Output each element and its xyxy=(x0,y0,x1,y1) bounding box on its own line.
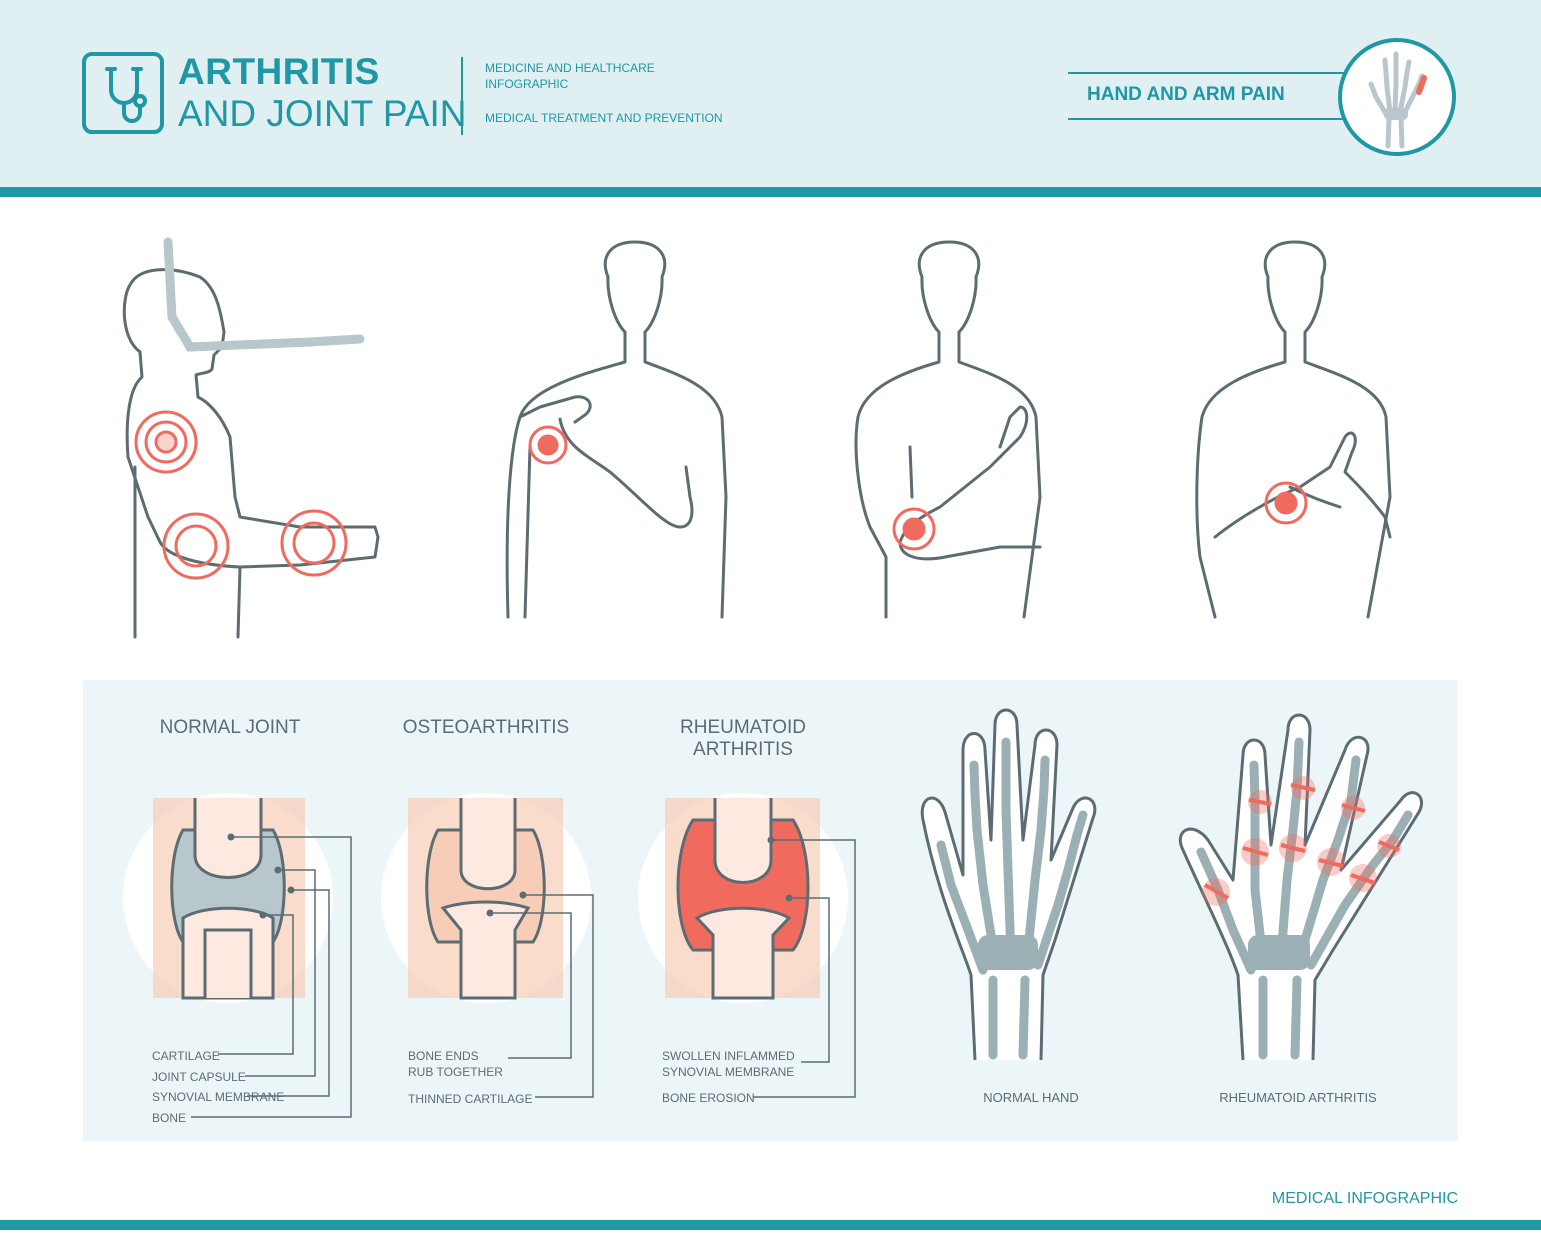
label-synovial-membrane-ra: SYNOVIAL MEMBRANE xyxy=(662,1065,795,1079)
normal-joint-title: NORMAL JOINT xyxy=(159,717,301,738)
rheumatoid-hand-diagram xyxy=(1178,713,1423,1061)
osteoarthritis-diagram xyxy=(381,793,591,1003)
label-bone-erosion: BONE EROSION xyxy=(662,1091,755,1105)
hand-skeleton-icon xyxy=(1368,51,1427,149)
page-title-line2: AND JOINT PAIN xyxy=(178,93,467,134)
label-synovial-membrane: SYNOVIAL MEMBRANE xyxy=(152,1090,285,1104)
rheumatoid-joint-diagram xyxy=(638,793,848,1003)
label-cartilage: CARTILAGE xyxy=(152,1049,220,1063)
label-rheumatoid-hand: RHEUMATOID ARTHRITIS xyxy=(1219,1090,1377,1105)
header-divider-bar xyxy=(0,187,1541,197)
front-figure-wrist xyxy=(1195,240,1392,619)
logo-badge xyxy=(82,52,164,134)
front-figure-elbow xyxy=(854,240,1042,619)
header-banner: ARTHRITIS AND JOINT PAIN MEDICINE AND HE… xyxy=(0,0,1541,187)
joint-diagrams xyxy=(123,708,1423,1118)
footer-bar xyxy=(0,1220,1541,1230)
label-joint-capsule: JOINT CAPSULE xyxy=(152,1070,246,1084)
profile-figure xyxy=(122,268,380,639)
hand-badge xyxy=(1338,38,1456,156)
subtitle-line3: MEDICAL TREATMENT AND PREVENTION xyxy=(485,111,723,125)
rheumatoid-title-line2: ARTHRITIS xyxy=(693,739,793,760)
pain-figures xyxy=(122,237,1392,639)
osteoarthritis-title: OSTEOARTHRITIS xyxy=(402,717,570,738)
label-bone-ends: BONE ENDS xyxy=(408,1049,479,1063)
section-rule-top xyxy=(1068,72,1348,74)
joint-types-panel: NORMAL JOINT OSTEOARTHRITIS RHEUMATOID A… xyxy=(83,680,1458,1141)
stethoscope-icon xyxy=(105,67,147,123)
footer-caption: MEDICAL INFOGRAPHIC xyxy=(1271,1190,1458,1207)
label-swollen-inflammed: SWOLLEN INFLAMMED xyxy=(662,1049,795,1063)
normal-hand-diagram xyxy=(920,708,1097,1061)
label-thinned-cartilage: THINNED CARTILAGE xyxy=(408,1092,533,1106)
normal-joint-diagram xyxy=(123,793,333,1003)
label-bone: BONE xyxy=(152,1111,187,1125)
subtitle-line2: INFOGRAPHIC xyxy=(485,77,569,91)
label-normal-hand: NORMAL HAND xyxy=(983,1090,1079,1105)
subtitle-line1: MEDICINE AND HEALTHCARE xyxy=(485,61,655,75)
label-rub-together: RUB TOGETHER xyxy=(408,1065,503,1079)
header-divider xyxy=(461,57,463,135)
rheumatoid-title-line1: RHEUMATOID xyxy=(680,717,806,738)
section-label: HAND AND ARM PAIN xyxy=(1087,84,1285,105)
page-title-line1: ARTHRITIS xyxy=(178,51,380,92)
section-rule-bottom xyxy=(1068,118,1348,120)
front-figure-shoulder xyxy=(505,240,728,619)
